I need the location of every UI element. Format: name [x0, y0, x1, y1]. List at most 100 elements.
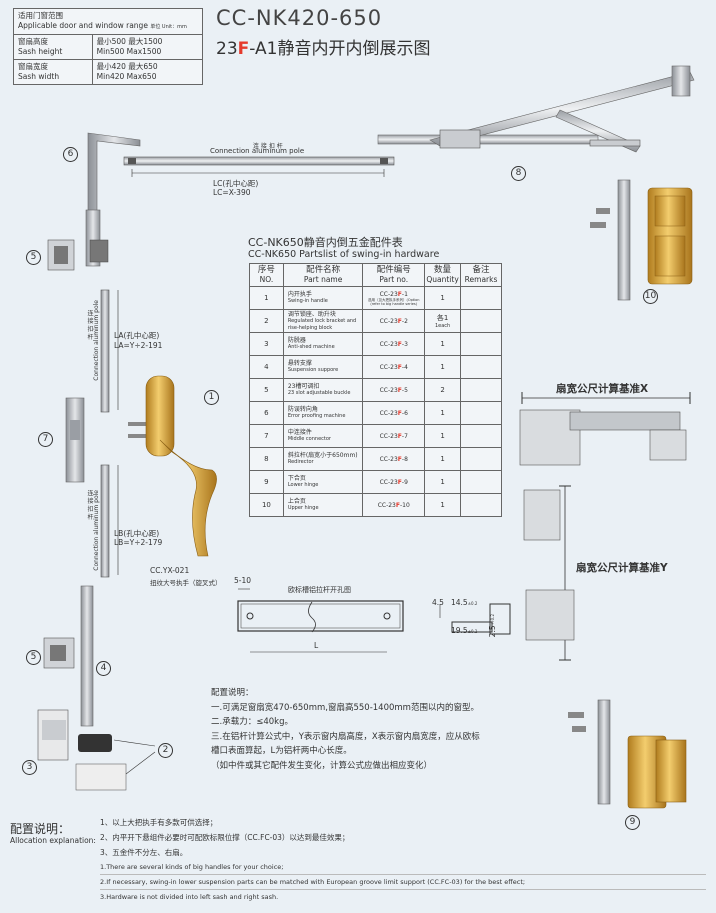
row-code: CC-23F-9	[362, 470, 426, 494]
row-name-en: Middle connector	[287, 436, 331, 442]
row-name-zh: 调节锁座、助升块	[287, 310, 336, 318]
row-qty-value: 1	[440, 363, 445, 371]
row-code: CC-23F-10	[362, 493, 426, 517]
lower-hinge-part-9	[568, 699, 687, 809]
row-no: 9	[249, 470, 284, 494]
callout-3: 3	[22, 760, 37, 775]
config-line: 三.在铝杆计算公式中，Y表示窗内扇高度，X表示窗内扇宽度，应从欧标	[211, 731, 480, 742]
callout-4: 4	[96, 661, 111, 676]
row-no: 7	[249, 424, 284, 448]
row-name-zh: 23槽可调扣	[287, 383, 320, 390]
allocation-line-en: 2.If necessary, swing-in lower suspensio…	[100, 878, 526, 886]
row-no-value: 2	[264, 317, 269, 325]
dim-25-tol: ±0.2	[490, 614, 495, 626]
conn-label-a-zh: 连 接 扣 杆	[86, 310, 93, 340]
model-title: CC-NK420-650	[216, 6, 383, 30]
row-code-line: CC-23F-7	[363, 433, 424, 440]
callout-2: 2	[158, 743, 173, 758]
row-code-line: CC-23F-4	[363, 364, 424, 371]
row-remarks	[460, 424, 502, 448]
row-name-zh: 下合页	[287, 475, 306, 482]
row-code: CC-23F-4	[362, 355, 426, 379]
row-name-zh: 斜拉杆(扇宽小于650mm)	[287, 452, 358, 459]
dim-195: 19.5±0.2	[451, 626, 477, 635]
dim-195-tol: ±0.2	[467, 629, 478, 634]
row-code-b: -2	[401, 317, 408, 325]
row-name-zh: 中连接件	[287, 429, 312, 436]
row-code-a: CC-23	[379, 340, 398, 348]
la-formula: LA=Y÷2-191	[114, 341, 163, 350]
row-code-line: CC-23F-10	[363, 502, 424, 509]
row-qty-value: 各1	[436, 314, 449, 322]
row-code-a: CC-23	[379, 409, 398, 417]
conn-label-a-en: Connection aluminum pole	[93, 300, 100, 381]
profile-y-drawing	[523, 485, 575, 661]
row-no-value: 8	[264, 455, 269, 463]
callout-1: 1	[204, 390, 219, 405]
dim-145: 14.5±0.2	[451, 598, 477, 607]
row-name-en: 23 slot adjustable buckle	[287, 390, 351, 396]
lower-vertical-pole-part-4	[80, 585, 94, 727]
conn-label-b-zh: 连 接 扣 杆	[86, 490, 93, 520]
sub-title-red: F	[237, 39, 250, 59]
row-code-red: F	[395, 501, 400, 509]
row-code-red: F	[397, 290, 402, 298]
handle-code: CC.YX-021	[150, 566, 190, 575]
row-name-en: Swing-in handle	[287, 298, 328, 304]
conn-label-top-en: Connection aluminum pole	[210, 147, 305, 155]
row-code-a: CC-23	[379, 317, 398, 325]
row-code-line: CC-23F-2	[363, 318, 424, 325]
row-name-en: Upper hinge	[287, 505, 319, 511]
dim-25-value: 2.5	[488, 625, 497, 638]
row-code-b: -4	[401, 363, 408, 371]
row-code-a: CC-23	[379, 290, 398, 298]
divider	[100, 874, 706, 875]
height-value-en: Min500 Max1500	[96, 47, 162, 56]
handle-name: 扭纹大号执手（旋叉式）	[150, 579, 222, 587]
row-remarks	[460, 309, 502, 333]
config-line: （如中件或其它配件发生变化，计算公式应做出相应变化）	[211, 760, 433, 771]
row-name-en: Redirector	[287, 459, 314, 465]
config-line: 二.承载力：≤40kg。	[211, 717, 293, 727]
row-no: 10	[249, 493, 284, 517]
row-no: 8	[249, 447, 284, 471]
row-qty: 1	[424, 493, 462, 517]
width-value-en: Min420 Max650	[96, 72, 157, 81]
row-code-b: -3	[401, 340, 408, 348]
row-no-value: 7	[264, 432, 269, 440]
row-qty-value: 1	[440, 501, 445, 509]
dim-l: L	[314, 641, 319, 650]
range-header-zh: 适用门窗范围	[18, 11, 63, 20]
row-code-red: F	[397, 363, 402, 371]
row-code-b: -6	[401, 409, 408, 417]
callout-9: 9	[625, 815, 640, 830]
range-header: 适用门窗范围 Applicable door and window range …	[13, 8, 203, 35]
row-code-b: -8	[401, 455, 408, 463]
row-remarks	[460, 355, 502, 379]
range-header-en-row: Applicable door and window range 单位 Unit…	[18, 21, 198, 32]
row-no: 3	[249, 332, 284, 356]
row-code-red: F	[397, 317, 402, 325]
row-no-value: 5	[264, 386, 269, 394]
row-name-en: Lower hinge	[287, 482, 319, 488]
row-code-note: 选用（见大把执手系列）(Option (refer to big handle …	[367, 297, 420, 306]
stay-arm-part-8	[377, 65, 695, 153]
allocation-line-zh: 2、内平开下悬组件必要时可配欧标限位撑（CC.FC-03）以达到最佳效果；	[100, 833, 350, 842]
lock-bracket-part-2	[75, 734, 156, 791]
lc-label: LC(孔中心距)	[213, 179, 259, 188]
col-name-en: Part name	[303, 275, 343, 284]
lb-formula: LB=Y÷2-179	[114, 538, 163, 547]
profile-section-drawing	[439, 603, 511, 635]
